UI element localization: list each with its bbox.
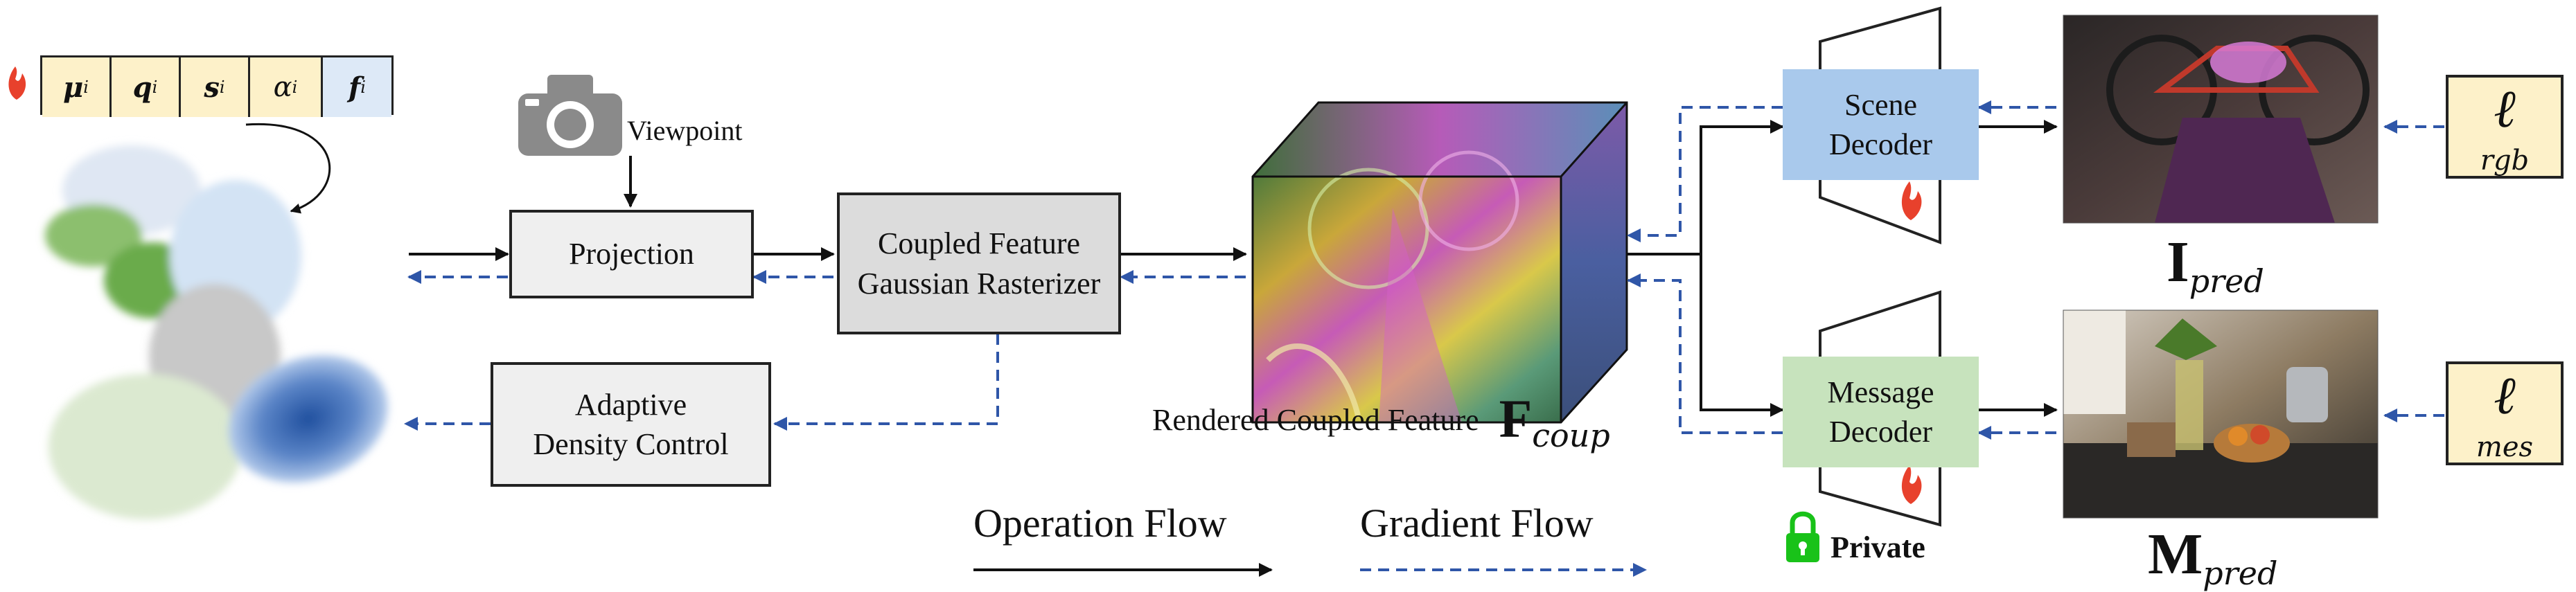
camera-icon	[518, 75, 622, 156]
legend-private-label: Private	[1830, 530, 1925, 564]
density-label-line1: Adaptive	[574, 387, 687, 422]
param-s-subscript: i	[219, 78, 225, 97]
scene-decoder-box: Scene Decoder	[1783, 69, 1979, 180]
scene-decoder-label-line1: Scene	[1844, 87, 1918, 122]
param-mu-symbol: μ	[63, 71, 84, 104]
param-mu-subscript: i	[83, 78, 89, 97]
blob-green-left	[45, 204, 142, 267]
viewpoint-label: Viewpoint	[627, 115, 743, 146]
projection-box: Projection	[509, 210, 754, 298]
projection-label: Projection	[569, 237, 694, 271]
legend-operation-label: Operation Flow	[973, 501, 1227, 546]
lock-icon	[1786, 511, 1819, 562]
param-f-symbol: f	[349, 71, 361, 104]
feature-cube	[1251, 101, 1628, 424]
feature-symbol: Fcoup	[1499, 388, 1610, 454]
param-f-subscript: i	[360, 78, 366, 97]
rasterizer-label-line2: Gaussian Rasterizer	[857, 266, 1101, 301]
message-decoder-label-line1: Message	[1827, 375, 1934, 409]
rasterizer-label-line1: Coupled Feature	[877, 226, 1081, 261]
feature-caption: Rendered Coupled Feature Fcoup	[1152, 388, 1610, 454]
legend-gradient-label: Gradient Flow	[1360, 501, 1594, 546]
pred-image-label: Ipred	[2167, 230, 2264, 300]
rasterizer-box: Coupled Feature Gaussian Rasterizer	[837, 192, 1121, 334]
param-alpha-symbol: α	[273, 71, 292, 103]
message-decoder-label-line2: Decoder	[1828, 415, 1932, 449]
flame-icon-message-decoder	[1901, 465, 1922, 504]
density-label-line2: Density Control	[533, 427, 729, 461]
param-q-subscript: i	[152, 78, 158, 97]
feature-caption-text: Rendered Coupled Feature	[1152, 403, 1479, 437]
predicted-message-photo	[2063, 310, 2379, 519]
param-to-blob-arrow	[245, 123, 331, 214]
param-alpha-subscript: i	[292, 78, 298, 97]
gaussian-blobs	[45, 145, 301, 519]
density-control-box: Adaptive Density Control	[491, 362, 771, 487]
flame-icon-params	[8, 66, 26, 100]
pred-message-label: Mpred	[2148, 522, 2278, 592]
blob-pale-green	[48, 374, 242, 519]
param-s-symbol: s	[204, 71, 220, 104]
param-q-symbol: q	[132, 71, 152, 104]
message-decoder-box: Message Decoder	[1783, 357, 1979, 467]
flame-icon-scene-decoder	[1901, 181, 1922, 220]
scene-decoder-label-line2: Decoder	[1828, 127, 1932, 161]
blob-dark-blue	[229, 355, 388, 483]
predicted-image-photo	[2063, 15, 2379, 224]
